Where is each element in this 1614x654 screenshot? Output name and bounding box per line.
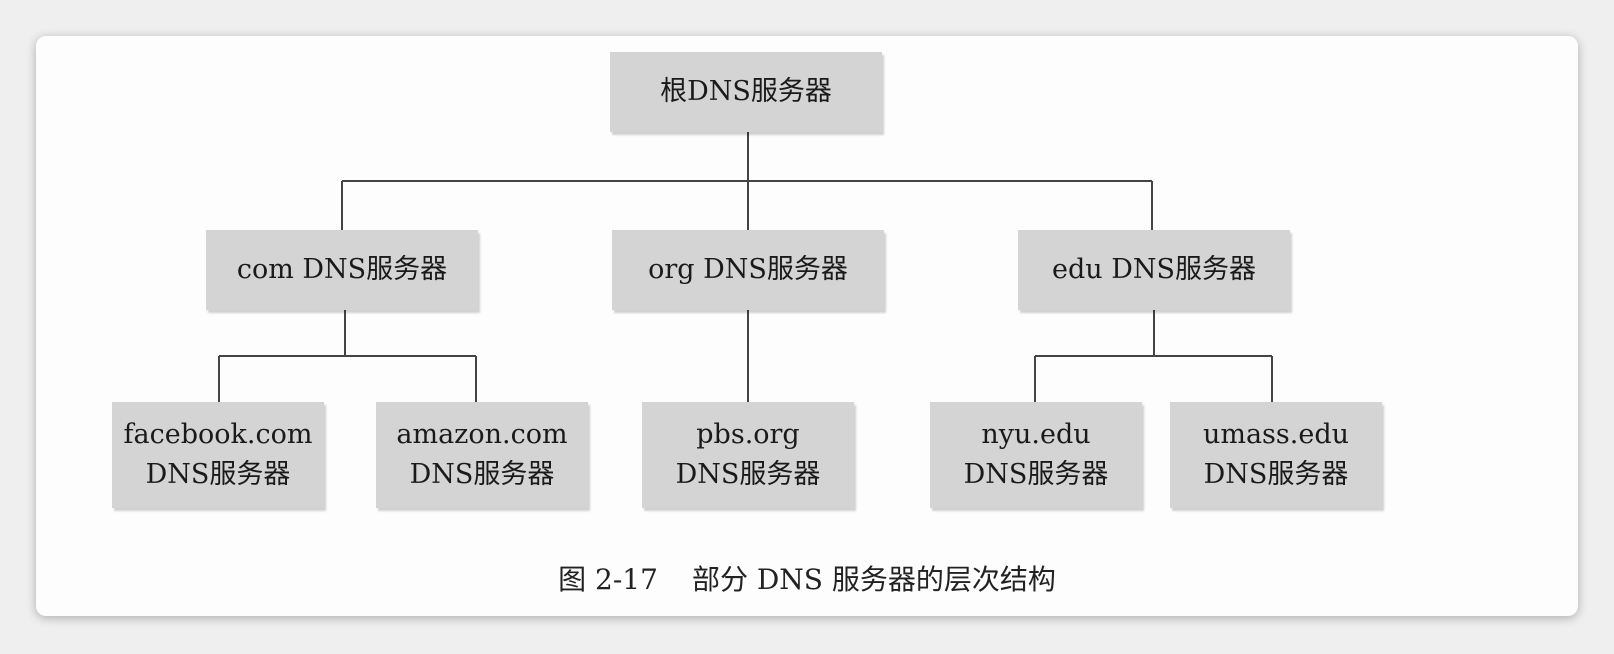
nyu-server-label: DNS服务器 <box>963 459 1109 490</box>
org-dns-server-node: org DNS服务器 <box>612 230 884 310</box>
figure-caption: 图 2-17 部分 DNS 服务器的层次结构 <box>36 558 1578 598</box>
amazon-dns-server-node: amazon.com DNS服务器 <box>376 402 588 508</box>
figure-title: 部分 DNS 服务器的层次结构 <box>691 563 1056 596</box>
facebook-domain-label: facebook.com <box>123 419 313 450</box>
facebook-server-label: DNS服务器 <box>145 459 291 490</box>
org-dns-server-label: org DNS服务器 <box>648 254 848 285</box>
nyu-dns-server-node: nyu.edu DNS服务器 <box>930 402 1142 508</box>
figure-number: 图 2-17 <box>558 563 658 596</box>
pbs-server-label: DNS服务器 <box>675 459 821 490</box>
pbs-domain-label: pbs.org <box>696 419 800 450</box>
amazon-domain-label: amazon.com <box>396 419 568 450</box>
pbs-dns-server-node: pbs.org DNS服务器 <box>642 402 854 508</box>
edu-dns-server-node: edu DNS服务器 <box>1018 230 1290 310</box>
umass-server-label: DNS服务器 <box>1203 459 1349 490</box>
facebook-dns-server-node: facebook.com DNS服务器 <box>112 402 324 508</box>
root-dns-server-label: 根DNS服务器 <box>660 76 832 107</box>
amazon-server-label: DNS服务器 <box>409 459 555 490</box>
umass-dns-server-node: umass.edu DNS服务器 <box>1170 402 1382 508</box>
umass-domain-label: umass.edu <box>1202 419 1350 450</box>
com-dns-server-node: com DNS服务器 <box>206 230 478 310</box>
figure-card: 根DNS服务器 com DNS服务器 org DNS服务器 edu DNS服务器… <box>36 36 1578 616</box>
com-dns-server-label: com DNS服务器 <box>236 254 448 285</box>
edu-dns-server-label: edu DNS服务器 <box>1051 254 1256 285</box>
root-dns-server-node: 根DNS服务器 <box>610 52 882 132</box>
nyu-domain-label: nyu.edu <box>981 419 1091 450</box>
connector-lines <box>218 132 1273 402</box>
